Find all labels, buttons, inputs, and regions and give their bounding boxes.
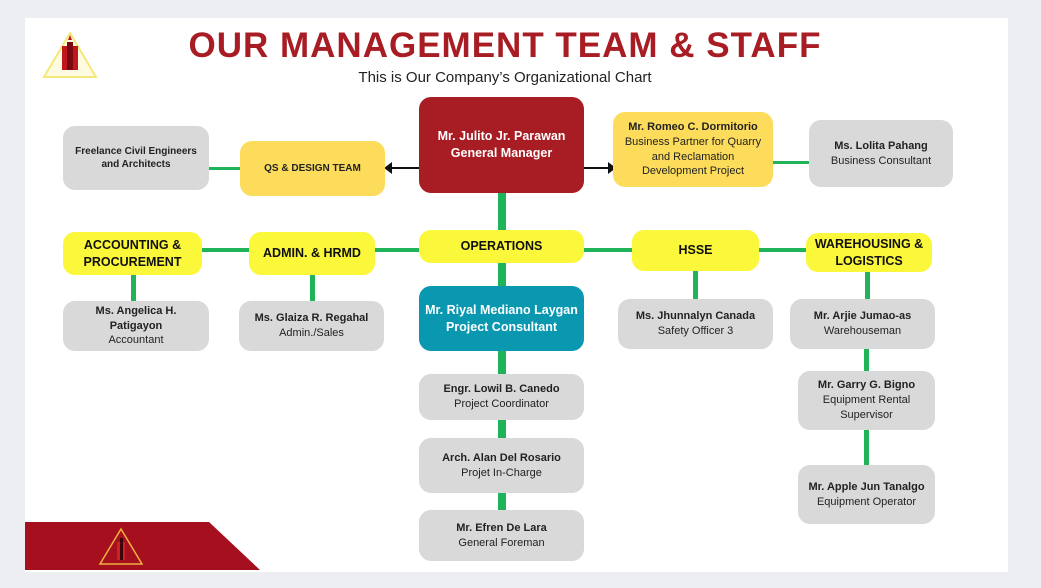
node-freelance: Freelance Civil Engineers and Architects	[63, 126, 209, 190]
dept-admin: ADMIN. & HRMD	[249, 232, 375, 275]
node-name: Mr. Garry G. Bigno	[817, 379, 916, 392]
dept-hsse: HSSE	[632, 230, 759, 271]
arrow-right	[584, 167, 610, 169]
node-name: QS & DESIGN TEAM	[264, 162, 361, 174]
node-name: Ms. Jhunnalyn Canada	[635, 310, 756, 323]
node-role: Equipment Rental Supervisor	[822, 394, 911, 421]
footer-logo-icon	[98, 527, 144, 565]
node-role: General Manager	[450, 146, 553, 160]
connector-center	[498, 193, 506, 511]
node-name: Mr. Romeo C. Dormitorio	[628, 120, 758, 133]
node-name: Freelance Civil Engineers and Architects	[75, 145, 197, 171]
node-qs-design-team: QS & DESIGN TEAM	[240, 141, 385, 196]
node-name: OPERATIONS	[460, 239, 543, 254]
connector	[864, 349, 869, 371]
arrow-left	[388, 167, 419, 169]
node-role: Admin./Sales	[279, 327, 344, 339]
node-role: Business Consultant	[830, 154, 932, 167]
node-role: Projet In-Charge	[461, 466, 542, 479]
node-role: Warehouseman	[823, 325, 902, 337]
connector	[773, 161, 809, 164]
connector	[209, 167, 240, 170]
page-subtitle: This is Our Company’s Organizational Cha…	[358, 69, 652, 86]
node-name: Mr. Efren De Lara	[456, 521, 547, 534]
node-name: ACCOUNTING & PROCUREMENT	[83, 237, 182, 269]
node-role: Accountant	[108, 334, 164, 347]
dept-warehousing: WAREHOUSING & LOGISTICS	[806, 233, 932, 272]
node-name: Arch. Alan Del Rosario	[442, 451, 561, 464]
node-role: Business Partner for Quarry and Reclamat…	[624, 135, 762, 178]
dept-operations: OPERATIONS	[419, 230, 584, 263]
node-name: Ms. Lolita Pahang	[834, 139, 928, 152]
arrowhead-left-icon	[384, 162, 392, 174]
connector	[310, 275, 315, 301]
node-role: Project Coordinator	[454, 398, 549, 410]
node-name: WAREHOUSING & LOGISTICS	[814, 236, 924, 268]
node-role: Safety Officer 3	[657, 325, 734, 337]
node-name: Engr. Lowil B. Canedo	[443, 383, 560, 396]
node-role: Equipment Operator	[816, 495, 917, 508]
node-role: Project Consultant	[445, 319, 558, 334]
node-name: ADMIN. & HRMD	[263, 246, 361, 261]
node-name: Ms. Angelica H. Patigayon	[95, 304, 177, 332]
company-logo	[42, 31, 98, 78]
node-name: HSSE	[678, 243, 713, 258]
node-name: Mr. Apple Jun Tanalgo	[808, 480, 925, 493]
connector	[131, 275, 136, 301]
connector	[693, 271, 698, 299]
connector	[865, 272, 870, 299]
arrowhead-right-icon	[608, 162, 616, 174]
footer-banner	[25, 522, 260, 570]
node-name: Ms. Glaiza R. Regahal	[254, 312, 369, 325]
node-name: Mr. Riyal Mediano Laygan	[425, 302, 578, 317]
page-title: OUR MANAGEMENT TEAM & STAFF	[188, 26, 822, 65]
connector	[864, 430, 869, 465]
dept-accounting: ACCOUNTING & PROCUREMENT	[63, 232, 202, 275]
node-role: General Foreman	[458, 536, 545, 549]
node-name: Mr. Julito Jr. Parawan	[437, 129, 566, 144]
node-name: Mr. Arjie Jumao-as	[813, 310, 912, 323]
